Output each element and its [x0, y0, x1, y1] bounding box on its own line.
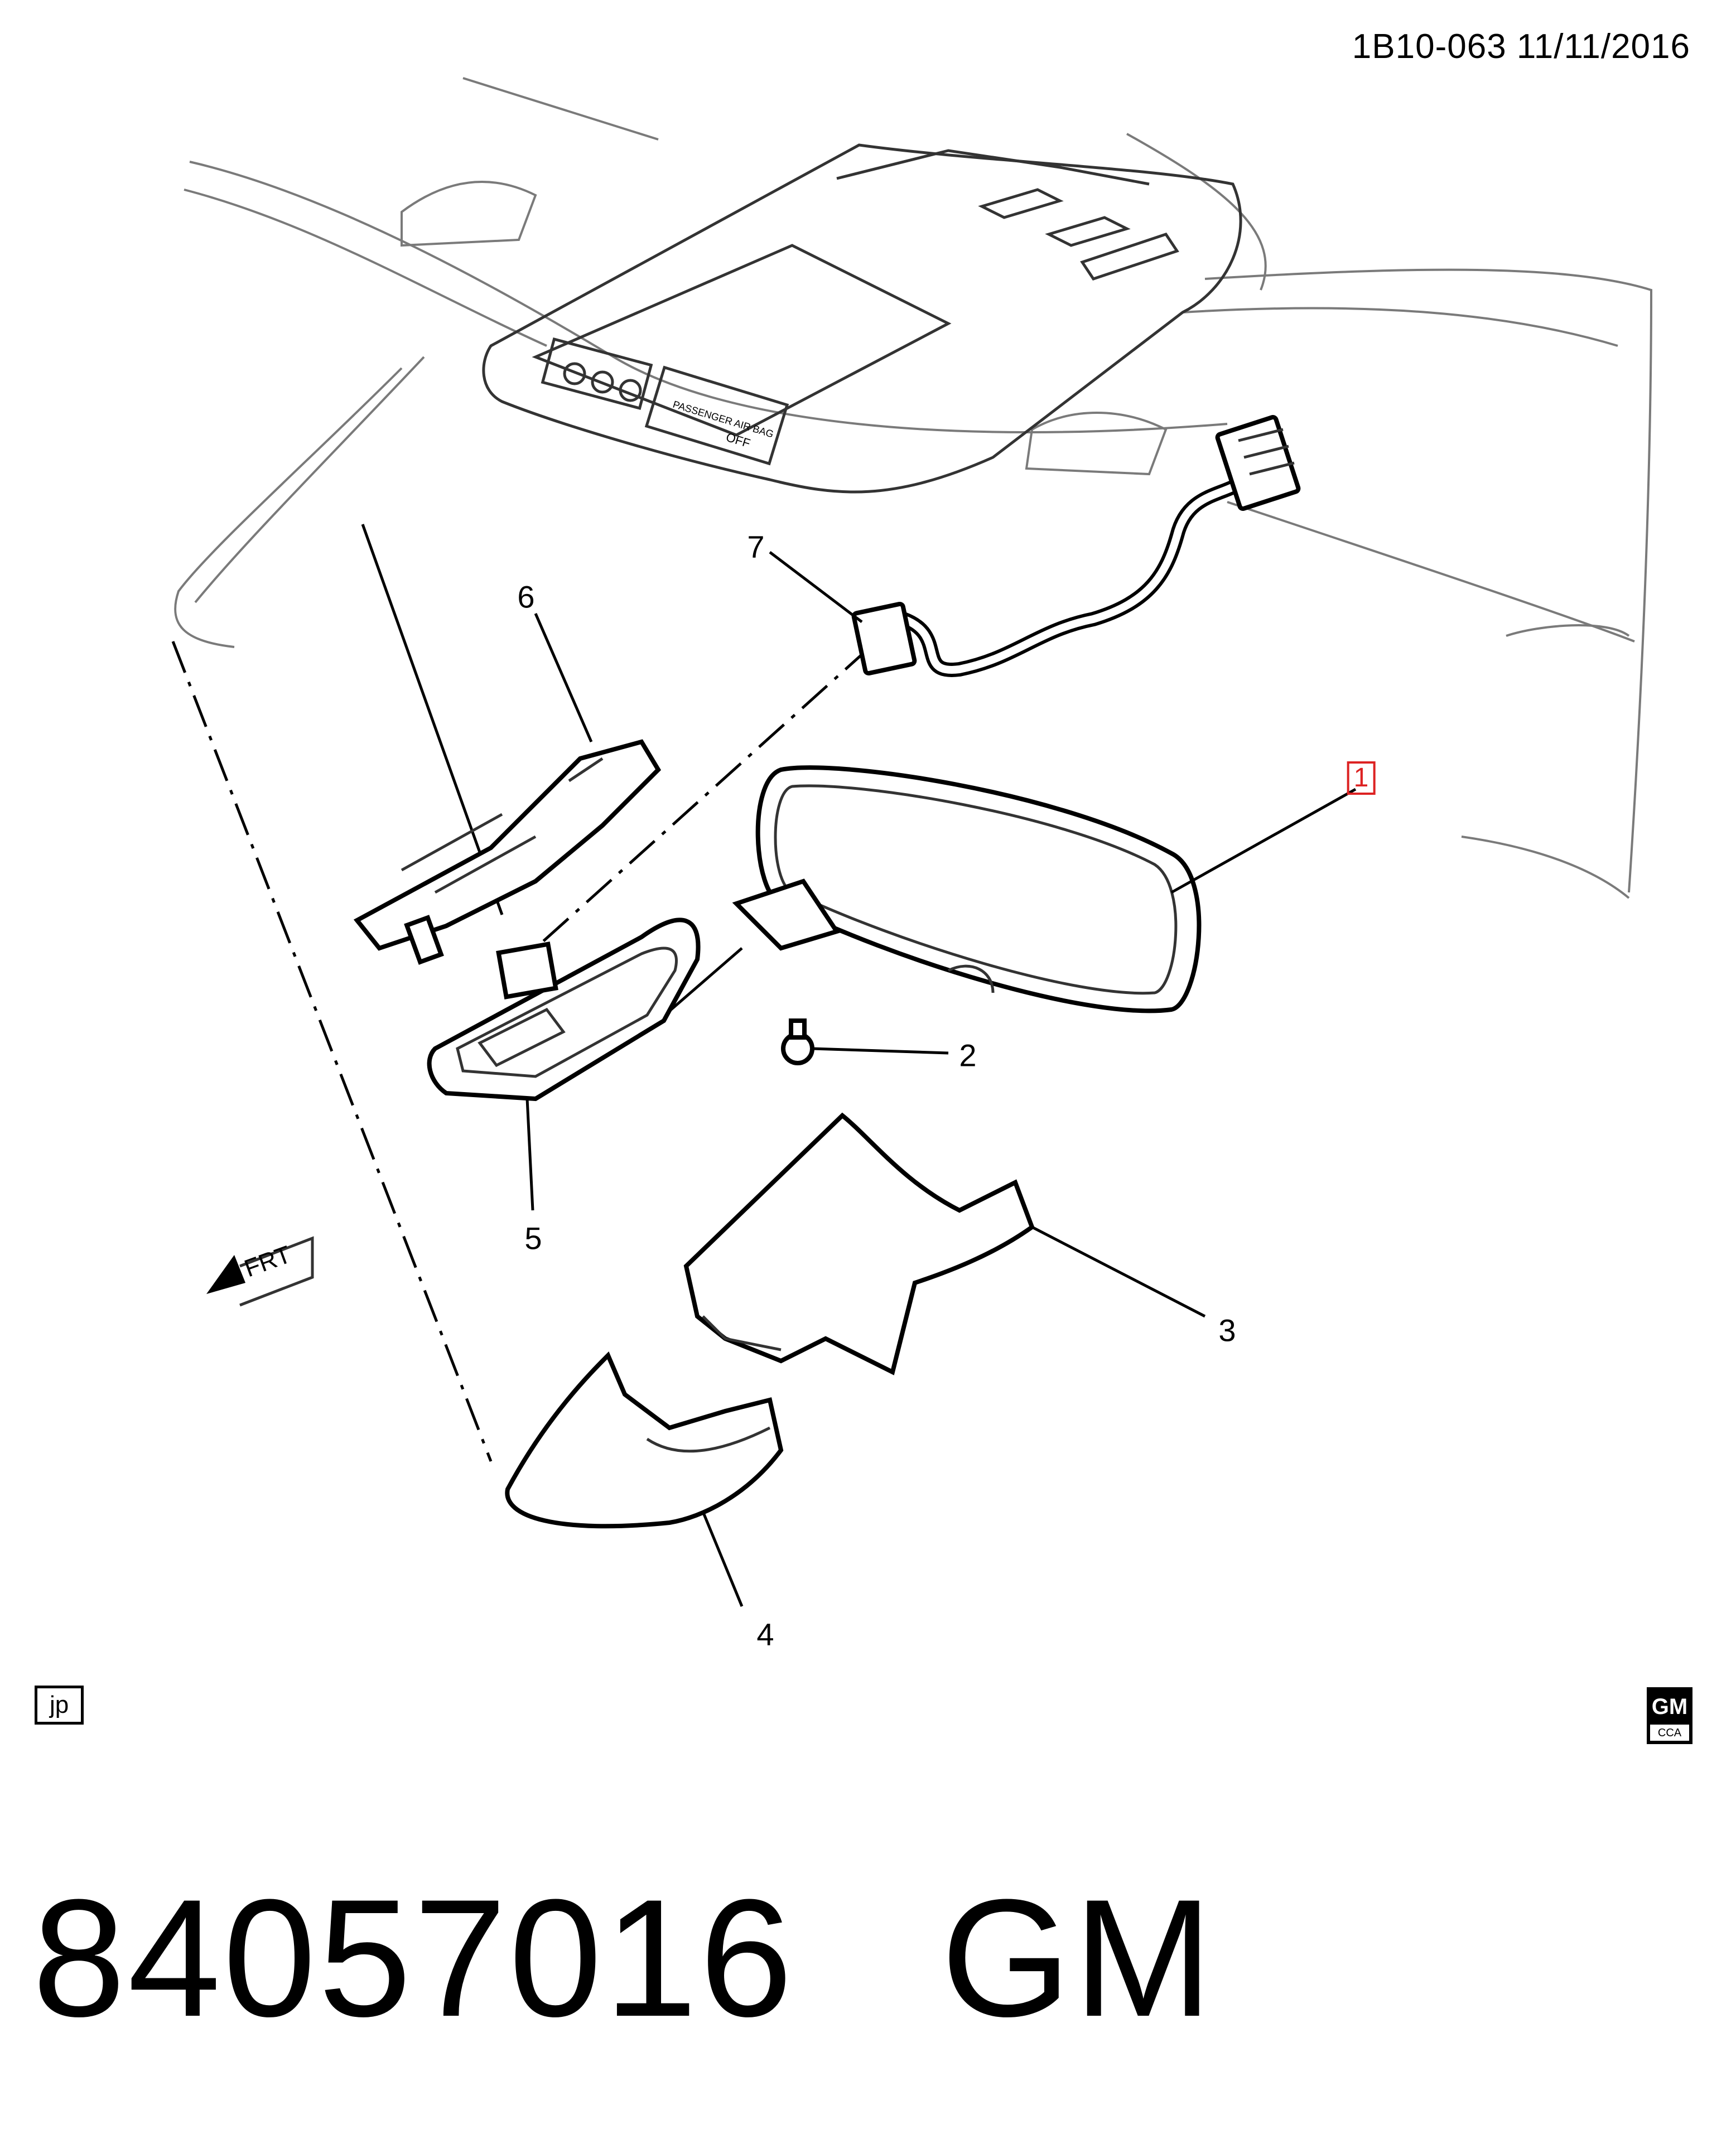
airbag-status: OFF [725, 430, 752, 451]
mirror-bracket [353, 739, 662, 965]
airbag-label: PASSENGER AIR BAG [672, 399, 775, 440]
callout-1: 1 [1347, 761, 1376, 795]
gm-logo-text: GM [1650, 1691, 1689, 1723]
lower-cover [505, 1351, 784, 1529]
part-number: 84057016 [32, 1864, 795, 2051]
callout-4: 4 [756, 1616, 774, 1652]
gm-logo-sub: CCA [1650, 1723, 1689, 1741]
drawing-reference-code: 1B10-063 11/11/2016 [1352, 27, 1690, 66]
callout-leader-lines [525, 551, 1357, 1607]
callout-2: 2 [959, 1037, 977, 1073]
callout-6: 6 [517, 579, 535, 615]
front-direction-arrow-icon: FRT [206, 1236, 314, 1307]
mirror-mount-base [427, 918, 701, 1102]
front-direction-label: FRT [241, 1240, 295, 1282]
overhead-console: PASSENGER AIR BAG OFF [482, 143, 1242, 494]
part-number-line: 84057016 GM [32, 1863, 1215, 2053]
wiring-harness [851, 414, 1301, 677]
callout-5: 5 [524, 1220, 542, 1256]
screw [781, 1018, 814, 1065]
gm-cca-logo: GM CCA [1647, 1687, 1692, 1744]
callout-7: 7 [747, 529, 765, 564]
rearview-mirror [732, 765, 1202, 1013]
illustration-tag: jp [35, 1686, 84, 1725]
callout-3: 3 [1218, 1312, 1236, 1348]
upper-cover [683, 1112, 1035, 1375]
brand-name: GM [941, 1864, 1216, 2051]
